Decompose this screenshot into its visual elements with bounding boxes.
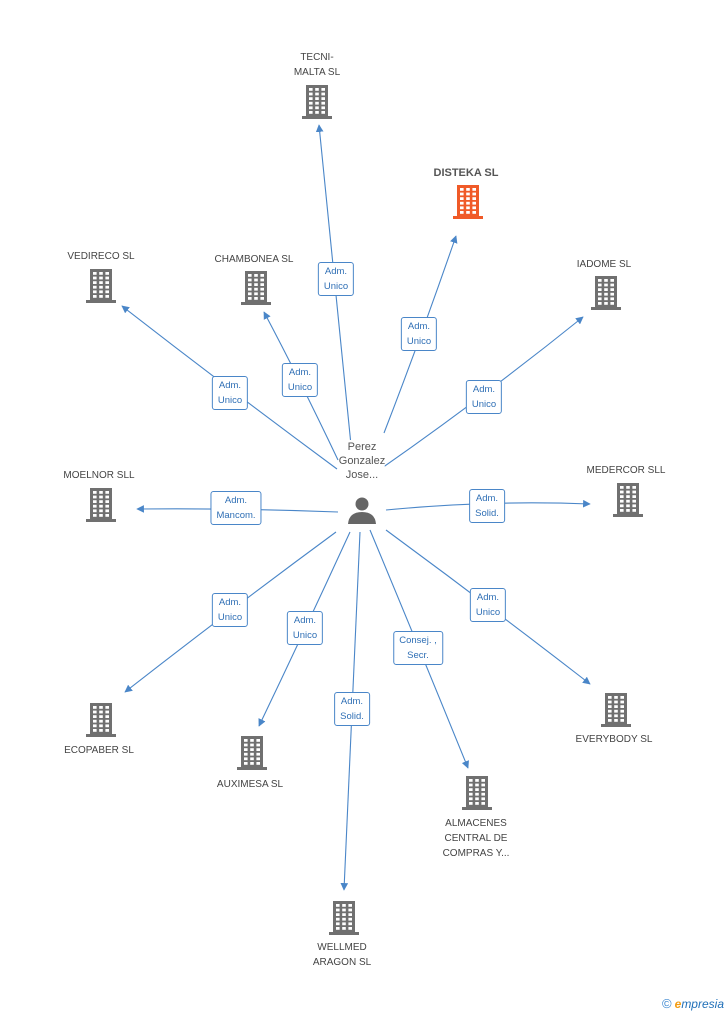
relation-label-wellmed: Adm. Solid. <box>334 692 370 726</box>
building-icon-vedireco[interactable] <box>86 269 116 303</box>
relation-label-vedireco: Adm. Unico <box>211 376 249 410</box>
building-icon-chambonea[interactable] <box>241 271 271 305</box>
building-icon-almacenes[interactable] <box>462 776 492 810</box>
company-label-chambonea[interactable]: CHAMBONEA SL <box>214 254 294 265</box>
building-icon-moelnor[interactable] <box>86 488 116 522</box>
brand-name: mpresia <box>681 997 724 1011</box>
relation-label-disteka: Adm. Unico <box>400 317 438 351</box>
relation-label-almacenes: Consej. , Secr. <box>393 631 443 665</box>
relation-label-iadome: Adm. Unico <box>465 380 503 414</box>
company-label-moelnor[interactable]: MOELNOR SLL <box>63 470 135 481</box>
company-label-vedireco[interactable]: VEDIRECO SL <box>67 251 135 262</box>
relation-label-medercor: Adm. Solid. <box>469 489 505 523</box>
company-label-wellmed[interactable]: WELLMED ARAGON SL <box>312 942 372 968</box>
company-label-everybody[interactable]: EVERYBODY SL <box>575 734 653 745</box>
relation-label-tecni-malta: Adm. Unico <box>317 262 355 296</box>
relation-label-auximesa: Adm. Unico <box>286 611 324 645</box>
building-icon-disteka[interactable] <box>453 185 483 219</box>
building-icon-wellmed[interactable] <box>329 901 359 935</box>
company-label-almacenes[interactable]: ALMACENES CENTRAL DE COMPRAS Y... <box>442 818 510 859</box>
company-label-auximesa[interactable]: AUXIMESA SL <box>216 779 284 790</box>
building-icon-iadome[interactable] <box>591 276 621 310</box>
relation-label-chambonea: Adm. Unico <box>281 363 319 397</box>
relation-label-moelnor: Adm. Mancom. <box>210 491 262 525</box>
company-label-medercor[interactable]: MEDERCOR SLL <box>586 465 666 476</box>
footer-brand: ©empresia <box>662 996 724 1011</box>
building-icon-auximesa[interactable] <box>237 736 267 770</box>
copyright-icon: © <box>662 996 672 1011</box>
company-label-ecopaber[interactable]: ECOPABER SL <box>64 745 134 756</box>
company-label-tecni-malta[interactable]: TECNI- MALTA SL <box>293 52 341 78</box>
building-icon-everybody[interactable] <box>601 693 631 727</box>
building-icon-medercor[interactable] <box>613 483 643 517</box>
company-label-disteka[interactable]: DISTEKA SL <box>433 167 499 179</box>
relation-label-everybody: Adm. Unico <box>469 588 507 622</box>
building-icon-ecopaber[interactable] <box>86 703 116 737</box>
relation-label-ecopaber: Adm. Unico <box>211 593 249 627</box>
building-icon-tecni-malta[interactable] <box>302 85 332 119</box>
person-icon[interactable] <box>348 497 376 525</box>
brand-e-logo: e <box>674 997 682 1011</box>
person-name[interactable]: Perez Gonzalez Jose... <box>338 440 386 482</box>
company-label-iadome[interactable]: IADOME SL <box>576 259 632 270</box>
